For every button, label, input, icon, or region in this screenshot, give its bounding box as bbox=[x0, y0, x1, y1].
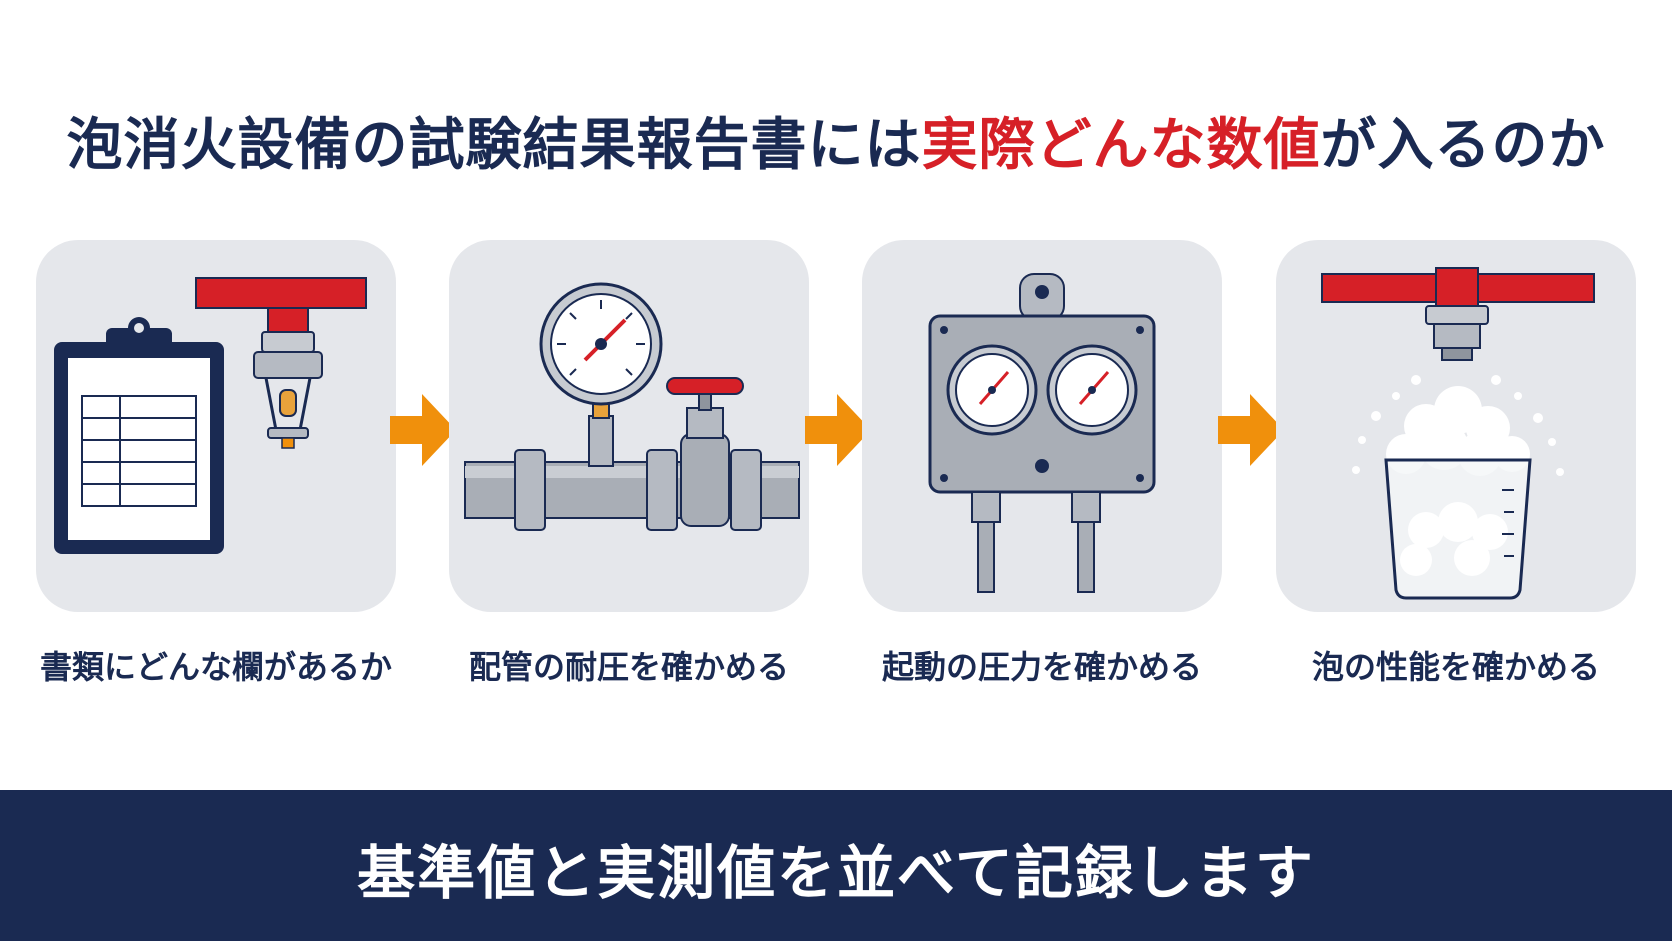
foam-nozzle-beaker-icon bbox=[1321, 267, 1595, 600]
dual-gauge-panel-icon bbox=[928, 273, 1156, 593]
title-part2: が入るのか bbox=[1320, 113, 1606, 178]
clipboard-and-sprinkler-icon bbox=[54, 277, 367, 554]
step-card-4 bbox=[1276, 240, 1636, 612]
arrow-right-icon bbox=[390, 394, 456, 466]
arrow-right-icon bbox=[1218, 394, 1284, 466]
title-highlight: 実際どんな数値 bbox=[921, 113, 1321, 178]
step-card-3 bbox=[862, 240, 1222, 612]
step-label-2: 配管の耐圧を確かめる bbox=[468, 648, 789, 686]
page-title: 泡消火設備の試験結果報告書には実際どんな数値が入るのか bbox=[0, 100, 1672, 181]
step-card-2 bbox=[449, 240, 809, 612]
step-card-1 bbox=[36, 240, 396, 612]
title-part1: 泡消火設備の試験結果報告書には bbox=[66, 113, 922, 178]
footer-banner: 基準値と実測値を並べて記録します bbox=[0, 790, 1672, 941]
footer-text: 基準値と実測値を並べて記録します bbox=[357, 839, 1315, 907]
step-label-3: 起動の圧力を確かめる bbox=[881, 648, 1202, 686]
step-label-4: 泡の性能を確かめる bbox=[1311, 648, 1600, 686]
pressure-gauge-pipe-icon bbox=[464, 282, 800, 531]
arrow-right-icon bbox=[805, 394, 871, 466]
step-label-1: 書類にどんな欄があるか bbox=[39, 648, 392, 686]
